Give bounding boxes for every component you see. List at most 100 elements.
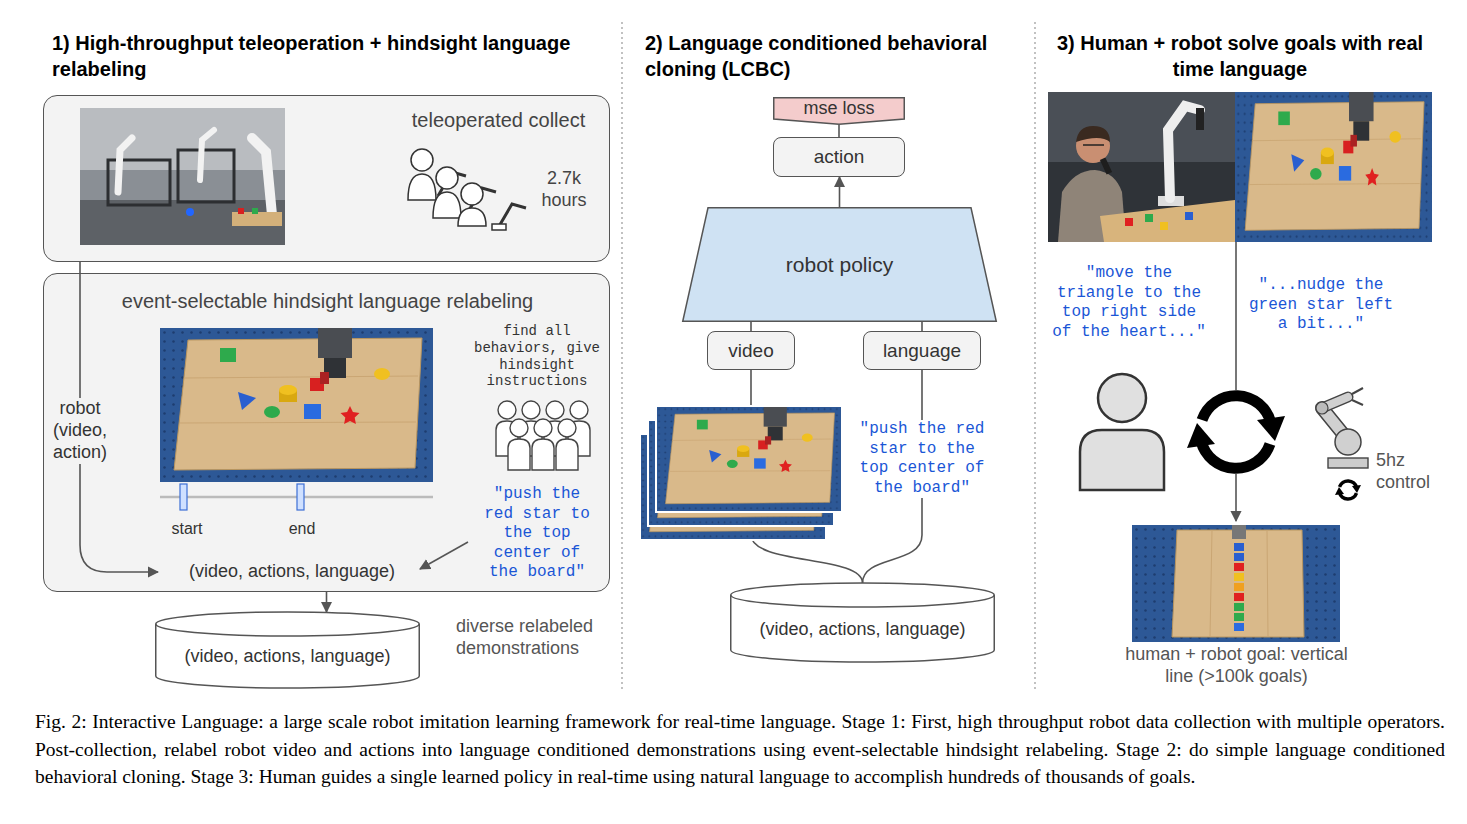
annotator-icons-part xyxy=(556,439,578,470)
panel-separator xyxy=(622,22,1035,692)
box-label: action xyxy=(814,145,865,168)
lab-photo-part xyxy=(252,138,272,215)
annotator-icons-part xyxy=(508,439,530,470)
goal-photo-part xyxy=(1132,525,1340,642)
annotator-icons-part xyxy=(570,401,588,419)
operator-icons-part xyxy=(433,192,461,218)
human-icon-part xyxy=(1080,430,1164,490)
demo-photo-part xyxy=(1160,222,1168,230)
edge-label: robot (video, action) xyxy=(44,398,116,464)
cylinder-body xyxy=(156,612,420,688)
panel-separator-part xyxy=(621,22,622,692)
lab-photo-part xyxy=(118,138,132,192)
robot-icon xyxy=(1316,388,1368,468)
video-frame-stack-part xyxy=(656,406,842,512)
lab-photo-part xyxy=(200,130,214,180)
panel-separator-part xyxy=(1034,22,1035,692)
human-icon-part xyxy=(1098,374,1146,422)
robot-icon-part xyxy=(1352,388,1363,394)
lab-photo-part xyxy=(80,108,285,245)
operator-icons-part xyxy=(408,174,436,200)
flow-line xyxy=(1236,242,1237,521)
demo-photo-part xyxy=(1083,144,1104,146)
data-tuple: (video, actions, language) xyxy=(157,561,427,583)
data-tuple: (video, actions, language) xyxy=(184,646,390,668)
output-box: action xyxy=(773,137,905,177)
note-text: diverse relabeled demonstrations xyxy=(456,616,596,660)
demo-photo-part xyxy=(1048,92,1235,162)
process-box: teleoperated collect 2.7k hours xyxy=(43,95,610,262)
robot-icon-part xyxy=(1335,429,1361,455)
operator-icons-part xyxy=(461,183,483,205)
demo-photo-part xyxy=(1048,92,1235,242)
stat-text: 2.7k hours xyxy=(533,168,595,212)
instruction-quote: "push the red star to the top center of … xyxy=(481,485,593,583)
annotator-icons xyxy=(496,401,590,470)
cylinder-rim xyxy=(731,595,995,607)
leader-arrow xyxy=(420,542,468,569)
connector xyxy=(750,322,752,331)
lab-photo-part xyxy=(238,208,244,214)
flow-line-part xyxy=(1235,242,1237,390)
robot-icon-part xyxy=(1352,400,1363,405)
video-frame-stack-part xyxy=(656,406,842,512)
connector xyxy=(838,125,840,137)
lab-photo-part xyxy=(80,200,285,245)
figure-caption: Fig. 2: Interactive Language: a large sc… xyxy=(35,708,1445,791)
demo-photo-part xyxy=(1185,212,1193,220)
annotator-icons-part xyxy=(534,419,552,437)
relabel-photo-part xyxy=(160,328,433,482)
edge-label: "push the red star to the top center of … xyxy=(856,420,988,498)
input-box: video xyxy=(707,331,795,370)
box-fill xyxy=(773,137,905,177)
rate-label: 5hz control xyxy=(1376,450,1446,494)
small-loop-icon-part xyxy=(1335,487,1344,495)
small-loop-icon-part xyxy=(1352,485,1361,493)
connector xyxy=(326,592,328,612)
demo-photo xyxy=(1048,92,1235,242)
connector xyxy=(921,322,923,331)
lab-photo xyxy=(80,108,285,245)
operator-icons-part xyxy=(411,149,433,171)
loop-icon-part xyxy=(1257,416,1285,441)
board-photo xyxy=(1235,92,1432,242)
loop-icon xyxy=(1187,396,1285,469)
demo-photo-part xyxy=(1076,126,1110,142)
box-label: robot policy xyxy=(786,252,893,278)
lab-photo-part xyxy=(252,208,258,214)
box-fill xyxy=(863,331,981,370)
timeline-part xyxy=(180,484,187,510)
annotator-icons-part xyxy=(510,419,528,437)
demo-photo-part xyxy=(1145,214,1153,222)
loss-label: mse loss xyxy=(803,98,874,120)
cylinder-rim xyxy=(156,624,420,636)
instruction-note: find all behaviors, give hindsight instr… xyxy=(471,323,603,390)
panel-heading: 2) Language conditioned behavioral cloni… xyxy=(645,30,1030,82)
input-box: language xyxy=(863,331,981,370)
loop-icon-part xyxy=(1187,423,1215,448)
policy-trapezoid: robot policy xyxy=(682,207,997,322)
lab-photo-part xyxy=(178,150,234,202)
demo-photo-part xyxy=(1125,218,1133,226)
flow-line-part xyxy=(1235,474,1237,521)
robot-icon-part xyxy=(1328,458,1368,468)
operator-icons-part xyxy=(436,167,458,189)
box-label: video xyxy=(728,339,773,362)
demo-photo-part xyxy=(1100,200,1235,242)
demo-photo-part xyxy=(1196,108,1204,130)
instruction-quote: "move the triangle to the top right side… xyxy=(1050,264,1208,342)
timeline-part xyxy=(297,484,304,510)
database-cylinder: (video, actions, language) xyxy=(155,612,420,688)
annotator-icons-part xyxy=(498,401,516,419)
demo-photo-part xyxy=(1100,157,1112,174)
banner-outline xyxy=(774,98,905,125)
timeline-label: end xyxy=(282,519,322,539)
box-heading: teleoperated collect xyxy=(391,108,606,132)
annotator-icons-part xyxy=(522,401,540,419)
lab-photo-part xyxy=(186,208,194,216)
goal-caption: human + robot goal: vertical line (>100k… xyxy=(1119,644,1354,688)
box-fill xyxy=(43,273,610,592)
human-icon xyxy=(1080,374,1164,490)
